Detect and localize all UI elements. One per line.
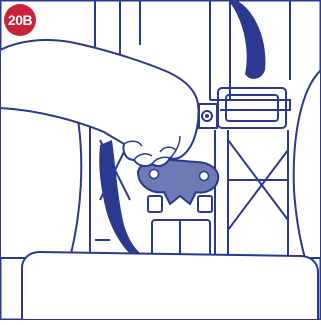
- seat-cushion-icon: [22, 252, 318, 320]
- clip-hole-left: [150, 170, 159, 179]
- clip-hole-right: [200, 172, 209, 181]
- step-badge-label: 20B: [8, 12, 33, 28]
- step-badge: 20B: [4, 4, 36, 36]
